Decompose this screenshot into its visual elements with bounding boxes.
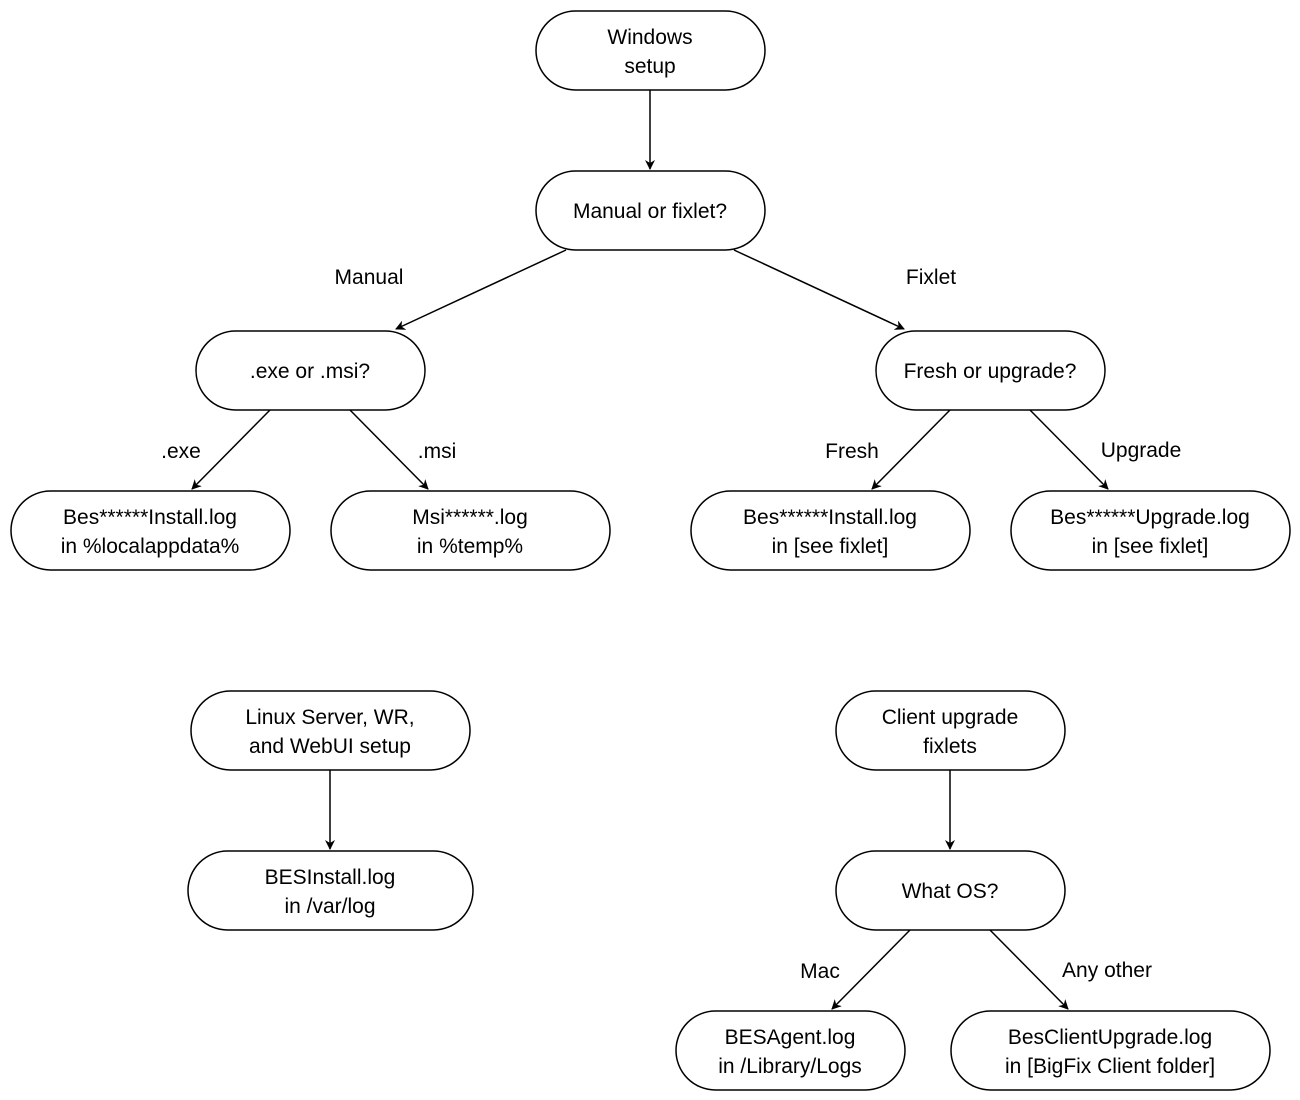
edge-label-manual: Manual: [335, 266, 404, 289]
node-manual-or-fixlet-line1: Manual or fixlet?: [573, 200, 727, 223]
edge-label-mac: Mac: [800, 960, 840, 983]
node-besinstall-varlog: BESInstall.log in /var/log: [187, 850, 474, 931]
node-bes-install-localappdata-line2: in %localappdata%: [61, 535, 240, 558]
node-bes-install-fixlet-line1: Bes******Install.log: [743, 506, 917, 529]
node-msi-temp-line1: Msi******.log: [412, 506, 528, 529]
node-manual-or-fixlet: Manual or fixlet?: [535, 170, 766, 251]
node-windows-setup: Windows setup: [535, 10, 766, 91]
edge-label-any-other: Any other: [1062, 959, 1152, 982]
node-what-os-line1: What OS?: [902, 880, 999, 903]
edge-label-upgrade: Upgrade: [1101, 439, 1182, 462]
node-bes-install-fixlet-line2: in [see fixlet]: [772, 535, 889, 558]
node-bes-upgrade-fixlet-line1: Bes******Upgrade.log: [1050, 506, 1250, 529]
node-windows-setup-line1: Windows: [607, 26, 692, 49]
node-bes-install-localappdata-line1: Bes******Install.log: [63, 506, 237, 529]
node-fresh-or-upgrade: Fresh or upgrade?: [875, 330, 1106, 411]
node-besclientupgrade-log-line1: BesClientUpgrade.log: [1008, 1026, 1212, 1049]
node-besagent-log-line2: in /Library/Logs: [718, 1055, 862, 1078]
node-bes-upgrade-fixlet: Bes******Upgrade.log in [see fixlet]: [1010, 490, 1291, 571]
edges: [191, 90, 1109, 1010]
node-bes-install-fixlet: Bes******Install.log in [see fixlet]: [690, 490, 971, 571]
node-msi-temp: Msi******.log in %temp%: [330, 490, 611, 571]
node-windows-setup-line2: setup: [624, 55, 675, 78]
node-besagent-log: BESAgent.log in /Library/Logs: [675, 1010, 906, 1091]
node-besclientupgrade-log-line2: in [BigFix Client folder]: [1005, 1055, 1215, 1078]
edge-other-to-besclientupgrade: [989, 929, 1069, 1010]
node-client-upgrade-fixlets-line2: fixlets: [923, 735, 977, 758]
node-besinstall-varlog-line1: BESInstall.log: [265, 866, 396, 889]
node-linux-setup-line1: Linux Server, WR,: [245, 706, 414, 729]
edge-upgrade-to-bes-upgrade-fixlet: [1029, 409, 1109, 490]
edge-labels: Manual Fixlet .exe .msi Fresh Upgrade Ma…: [161, 266, 1181, 983]
node-besclientupgrade-log: BesClientUpgrade.log in [BigFix Client f…: [950, 1010, 1271, 1091]
edge-label-msi: .msi: [418, 440, 457, 463]
node-bes-install-localappdata: Bes******Install.log in %localappdata%: [10, 490, 291, 571]
node-bes-upgrade-fixlet-line2: in [see fixlet]: [1092, 535, 1209, 558]
edge-label-fixlet: Fixlet: [906, 266, 956, 289]
node-client-upgrade-fixlets: Client upgrade fixlets: [835, 690, 1066, 771]
edge-exe-to-bes-install: [191, 409, 271, 490]
node-exe-or-msi: .exe or .msi?: [195, 330, 426, 411]
node-msi-temp-line2: in %temp%: [417, 535, 523, 558]
edge-label-exe: .exe: [161, 440, 201, 463]
node-linux-setup: Linux Server, WR, and WebUI setup: [190, 690, 471, 771]
edge-manual-to-exe-msi: [395, 249, 567, 330]
edge-msi-to-msi-log: [349, 409, 429, 490]
edge-fresh-to-bes-install-fixlet: [871, 409, 951, 490]
node-what-os: What OS?: [835, 850, 1066, 931]
node-client-upgrade-fixlets-line1: Client upgrade: [882, 706, 1019, 729]
node-exe-or-msi-line1: .exe or .msi?: [250, 360, 370, 383]
edge-mac-to-besagent: [831, 929, 911, 1010]
node-besagent-log-line1: BESAgent.log: [725, 1026, 856, 1049]
edge-fixlet-to-fresh-upgrade: [733, 249, 905, 330]
node-linux-setup-line2: and WebUI setup: [249, 735, 411, 758]
node-besinstall-varlog-line2: in /var/log: [284, 895, 375, 918]
edge-label-fresh: Fresh: [825, 440, 879, 463]
node-fresh-or-upgrade-line1: Fresh or upgrade?: [904, 360, 1077, 383]
